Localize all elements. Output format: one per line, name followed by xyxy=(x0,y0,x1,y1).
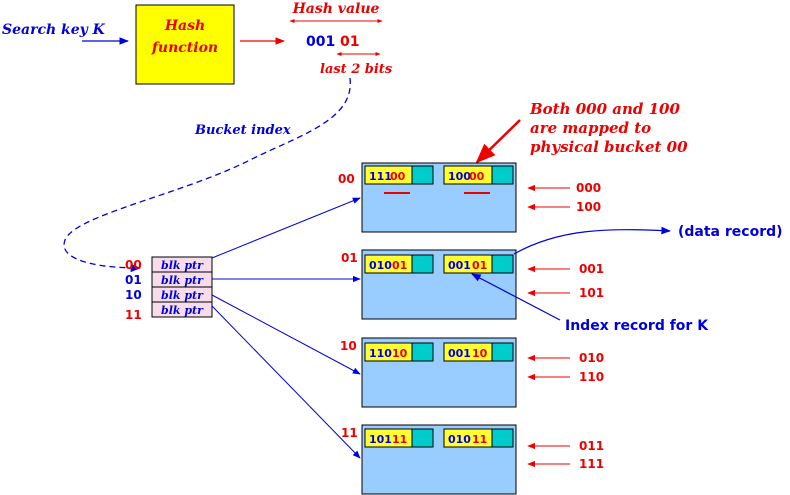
dir-ptr-label: blk ptr xyxy=(161,274,204,287)
hash-suffix-label: 011 xyxy=(579,439,604,453)
record-suffix: 01 xyxy=(472,259,487,272)
note-line1: Both 000 and 100 xyxy=(529,100,680,118)
record-pointer xyxy=(411,342,434,362)
note-line2: are mapped to xyxy=(530,119,651,137)
hash-suffix-label: 000 xyxy=(576,181,601,195)
index-record-label: Index record for K xyxy=(565,318,709,334)
hash-value-prefix: 001 xyxy=(306,34,335,50)
hash-suffix-label: 001 xyxy=(579,262,604,276)
bucket-id-label: 01 xyxy=(341,251,358,265)
dir-index-label: 10 xyxy=(125,288,142,302)
hash-value-label: Hash value xyxy=(292,1,380,17)
record-prefix: 100 xyxy=(448,170,471,183)
hash-suffix-label: 110 xyxy=(579,370,604,384)
dir-cell-11 xyxy=(151,301,213,318)
dir-ptr-label: blk ptr xyxy=(161,289,204,302)
bucket-00: 00 111 00 100 00 000 100 xyxy=(338,162,601,233)
bucket-10: 10 110 10 001 10 010 110 xyxy=(340,337,604,408)
last-bits-label: last 2 bits xyxy=(320,62,393,77)
dir-index-label: 11 xyxy=(125,308,142,322)
record-suffix: 00 xyxy=(469,170,485,183)
record-suffix: 10 xyxy=(392,347,408,360)
hash-function-line2: function xyxy=(151,40,218,56)
record-pointer xyxy=(491,428,514,448)
hash-suffix-label: 010 xyxy=(579,351,604,365)
bucket-id-label: 10 xyxy=(340,339,357,353)
hash-suffix-label: 100 xyxy=(576,200,601,214)
record-pointer xyxy=(411,428,434,448)
bucket-index-path xyxy=(63,77,351,273)
hash-value-suffix: 01 xyxy=(340,34,359,50)
directory-table: blk ptr blk ptr blk ptr blk ptr 00 01 10… xyxy=(125,256,213,322)
record-prefix: 010 xyxy=(369,259,392,272)
record-pointer xyxy=(411,254,434,274)
record-prefix: 101 xyxy=(369,433,392,446)
record-pointer xyxy=(491,342,514,362)
record-suffix: 10 xyxy=(472,347,488,360)
bucket-11: 11 101 11 010 11 011 111 xyxy=(341,424,604,495)
record-suffix: 11 xyxy=(392,433,407,446)
bucket-id-label: 11 xyxy=(341,426,358,440)
record-pointer xyxy=(411,165,434,185)
hash-suffix-label: 101 xyxy=(579,286,604,300)
dir-pointer-arrow xyxy=(211,305,361,459)
dir-index-label: 00 xyxy=(125,258,142,272)
dir-index-label: 01 xyxy=(125,273,142,287)
hash-function-box xyxy=(135,4,235,85)
note-arrow xyxy=(475,119,521,164)
record-prefix: 001 xyxy=(448,259,471,272)
dir-pointer-arrow xyxy=(211,294,361,375)
record-prefix: 010 xyxy=(448,433,471,446)
record-pointer xyxy=(491,254,514,274)
bucket-index-label: Bucket index xyxy=(194,123,291,138)
dir-ptr-label: blk ptr xyxy=(161,304,204,317)
record-pointer xyxy=(491,165,514,185)
record-suffix: 00 xyxy=(390,170,406,183)
index-record-arrow xyxy=(471,273,561,321)
dir-pointer-arrow xyxy=(211,197,361,259)
note-line3: physical bucket 00 xyxy=(530,138,688,156)
bucket-id-label: 00 xyxy=(338,172,355,186)
record-prefix: 111 xyxy=(369,170,392,183)
record-prefix: 110 xyxy=(369,347,392,360)
record-suffix: 01 xyxy=(392,259,407,272)
data-record-label: (data record) xyxy=(678,224,783,240)
hash-suffix-label: 111 xyxy=(579,457,604,471)
dir-ptr-label: blk ptr xyxy=(161,259,204,272)
data-record-arrow xyxy=(513,226,671,255)
record-suffix: 11 xyxy=(472,433,487,446)
search-key-label: Search key K xyxy=(2,22,106,38)
bucket-01: 01 010 01 001 01 001 101 xyxy=(341,249,604,320)
record-prefix: 001 xyxy=(448,347,471,360)
hash-function-line1: Hash xyxy=(164,18,205,34)
